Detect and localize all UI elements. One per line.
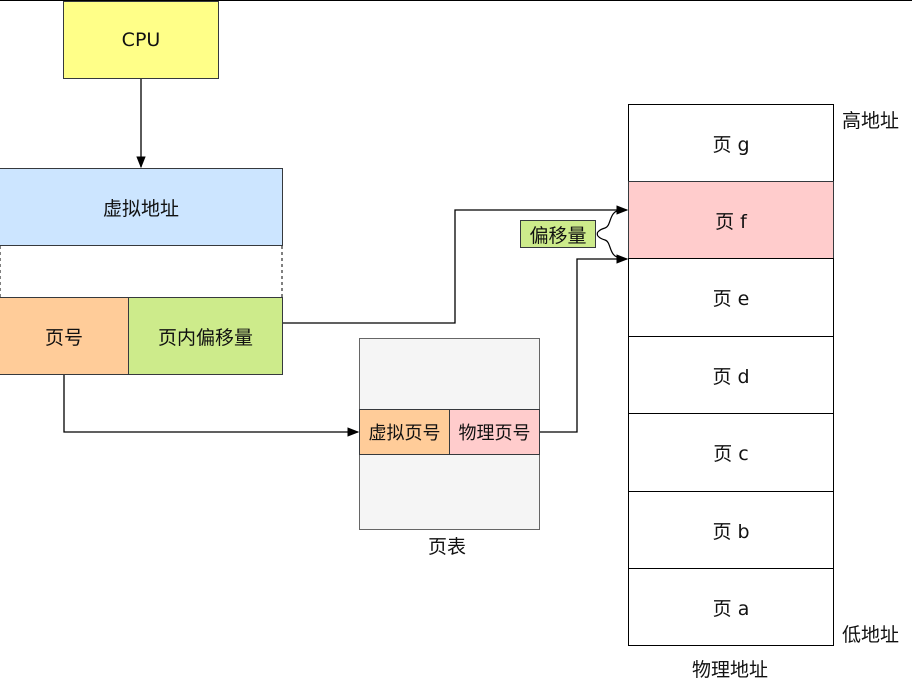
virtual-page-cell: 虚拟页号: [359, 409, 450, 455]
virtual-page-label: 虚拟页号: [368, 423, 441, 444]
physical-page-d-label: 页 d: [712, 365, 750, 388]
cpu-box: CPU: [63, 1, 219, 79]
offset-tag: 偏移量: [520, 220, 596, 248]
physical-page-e: 页 e: [628, 258, 834, 337]
physical-page-c-label: 页 c: [713, 443, 749, 465]
physical-page-a-label: 页 a: [712, 597, 750, 620]
low-address-label: 低地址: [842, 624, 900, 646]
physical-page-a: 页 a: [628, 568, 834, 646]
offset-to-physical-arrow: [283, 205, 629, 324]
physical-page-g-label: 页 g: [712, 133, 750, 156]
cpu-label: CPU: [121, 29, 161, 51]
physical-page-f-label: 页 f: [715, 210, 747, 233]
high-address-label: 高地址: [842, 110, 900, 132]
offset-brace: [596, 209, 623, 259]
physical-page-cell: 物理页号: [449, 409, 540, 455]
physical-page-c: 页 c: [628, 413, 834, 492]
physical-page-g: 页 g: [628, 104, 834, 182]
physical-page-b-label: 页 b: [712, 520, 750, 543]
page-table-caption: 页表: [428, 536, 467, 558]
page-offset-box: 页内偏移量: [128, 297, 283, 375]
physical-page-e-label: 页 e: [712, 288, 750, 310]
page-number-label: 页号: [44, 326, 83, 349]
physical-page-label: 物理页号: [458, 423, 531, 444]
top-border: [0, 0, 912, 1]
page-number-box: 页号: [0, 297, 129, 375]
page-offset-label: 页内偏移量: [157, 326, 253, 349]
physical-page-d: 页 d: [628, 336, 834, 414]
offset-tag-label: 偏移量: [529, 224, 587, 247]
physical-address-caption: 物理地址: [692, 659, 769, 681]
table-to-physical-arrow: [540, 254, 629, 433]
virtual-address-box: 虚拟地址: [0, 168, 283, 246]
physical-page-b: 页 b: [628, 491, 834, 569]
page-number-to-table-arrow: [63, 375, 360, 437]
virtual-address-label: 虚拟地址: [102, 197, 179, 220]
